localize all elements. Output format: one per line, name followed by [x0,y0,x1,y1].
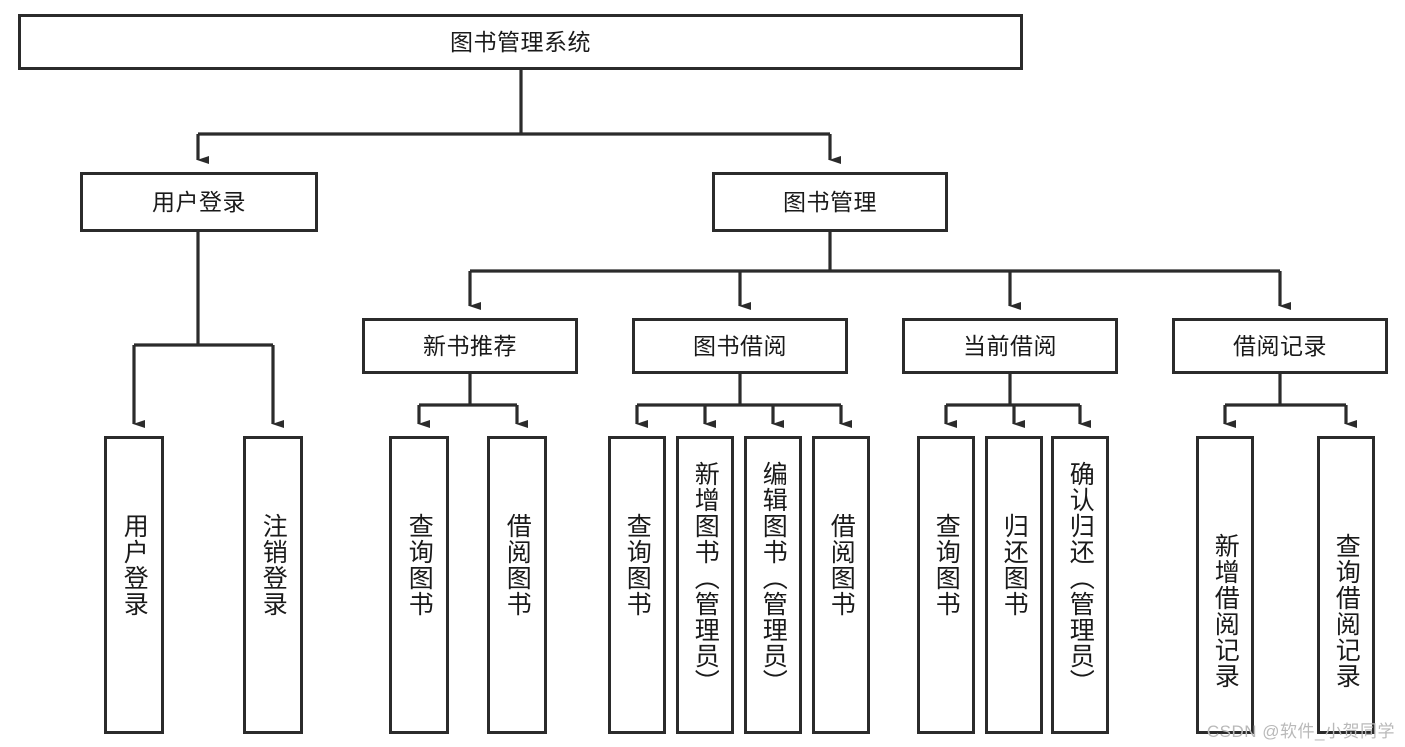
node-leaf-confirm-return-label: 确认归还（管理员） [1066,461,1095,695]
node-leaf-edit-book[interactable]: 编辑图书（管理员） [744,436,802,734]
node-leaf-add-borrow-record-label: 新增借阅记录 [1211,533,1240,689]
node-leaf-query-book-1-label: 查询图书 [405,513,434,617]
node-leaf-borrow-book-1-label: 借阅图书 [503,513,532,617]
node-current-borrow-label: 当前借阅 [963,332,1057,359]
node-leaf-query-book-1[interactable]: 查询图书 [389,436,449,734]
node-leaf-query-borrow-record-label: 查询借阅记录 [1332,533,1361,689]
node-leaf-add-book[interactable]: 新增图书（管理员） [676,436,734,734]
node-user-login[interactable]: 用户登录 [80,172,318,232]
node-leaf-return-book-label: 归还图书 [1000,513,1029,617]
node-leaf-query-book-3-label: 查询图书 [932,513,961,617]
node-book-manage[interactable]: 图书管理 [712,172,948,232]
node-leaf-logout-label: 注销登录 [259,513,288,617]
node-leaf-user-login-label: 用户登录 [120,513,149,617]
node-leaf-edit-book-label: 编辑图书（管理员） [759,461,788,695]
node-leaf-return-book[interactable]: 归还图书 [985,436,1043,734]
node-leaf-confirm-return[interactable]: 确认归还（管理员） [1051,436,1109,734]
node-leaf-add-borrow-record[interactable]: 新增借阅记录 [1196,436,1254,734]
node-leaf-user-login[interactable]: 用户登录 [104,436,164,734]
node-current-borrow[interactable]: 当前借阅 [902,318,1118,374]
node-leaf-borrow-book-2[interactable]: 借阅图书 [812,436,870,734]
node-leaf-borrow-book-2-label: 借阅图书 [827,513,856,617]
node-root-label: 图书管理系统 [450,28,591,55]
node-leaf-query-book-2-label: 查询图书 [623,513,652,617]
node-leaf-query-borrow-record[interactable]: 查询借阅记录 [1317,436,1375,734]
node-leaf-borrow-book-1[interactable]: 借阅图书 [487,436,547,734]
node-user-login-label: 用户登录 [152,188,246,215]
node-borrow-record-label: 借阅记录 [1233,332,1327,359]
node-new-book-recommend[interactable]: 新书推荐 [362,318,578,374]
node-book-borrow[interactable]: 图书借阅 [632,318,848,374]
node-leaf-add-book-label: 新增图书（管理员） [691,461,720,695]
node-leaf-logout[interactable]: 注销登录 [243,436,303,734]
node-book-borrow-label: 图书借阅 [693,332,787,359]
node-root[interactable]: 图书管理系统 [18,14,1023,70]
csdn-watermark: CSDN @软件_小贺同学 [1206,722,1395,741]
node-leaf-query-book-3[interactable]: 查询图书 [917,436,975,734]
node-new-book-recommend-label: 新书推荐 [423,332,517,359]
node-book-manage-label: 图书管理 [783,188,877,215]
node-borrow-record[interactable]: 借阅记录 [1172,318,1388,374]
node-leaf-query-book-2[interactable]: 查询图书 [608,436,666,734]
